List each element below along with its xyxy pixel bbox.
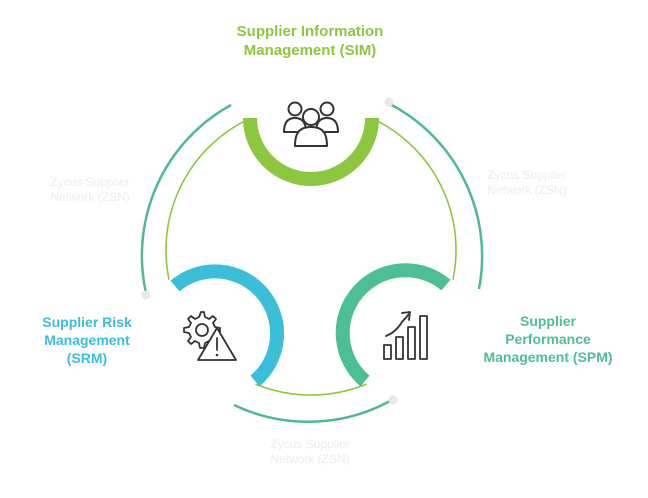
srm-arc — [170, 264, 285, 387]
people-group-icon — [283, 101, 339, 147]
zsn-bottom-line2: Network (ZSN) — [270, 452, 350, 466]
spm-node-bg — [337, 260, 473, 396]
zsn-left-line1: Zycus Supplier — [50, 175, 130, 189]
arc-end-dot — [384, 97, 394, 107]
zsn-right-line1: Zycus Supplier — [487, 168, 567, 182]
outer-arc-right — [387, 101, 484, 290]
gear-warning-icon — [183, 311, 237, 361]
sim-title-line2: Management (SIM) — [243, 42, 377, 59]
srm-title-line1: Supplier Risk — [42, 314, 132, 330]
growth-chart-icon — [383, 311, 428, 360]
outer-arc-left — [140, 103, 232, 294]
spm-arc — [335, 263, 451, 387]
spm-title-line2: Performance — [505, 331, 591, 347]
sim-arc — [243, 117, 379, 186]
spm-title: Supplier Performance Management (SPM) — [472, 312, 624, 366]
spm-title-line3: Management (SPM) — [483, 349, 613, 365]
zsn-bottom-line1: Zycus Supplier — [270, 437, 350, 451]
zsn-right-line2: Network (ZSN) — [487, 183, 567, 197]
arc-end-dot — [388, 395, 398, 405]
zsn-left-line2: Network (ZSN) — [50, 190, 130, 204]
zsn-label-bottom: Zycus Supplier Network (ZSN) — [250, 437, 370, 467]
spm-title-line1: Supplier — [519, 313, 576, 329]
srm-title-line2: Management — [44, 332, 130, 348]
sim-title-line1: Supplier Information — [236, 23, 384, 40]
outer-arc-bottom — [233, 399, 391, 424]
srm-title: Supplier Risk Management (SRM) — [22, 313, 152, 367]
arc-end-dot — [141, 290, 151, 300]
zsn-label-left: Zycus Supplier Network (ZSN) — [30, 175, 150, 205]
zsn-label-right: Zycus Supplier Network (ZSN) — [467, 168, 587, 198]
sim-title: Supplier Information Management (SIM) — [205, 22, 415, 60]
srm-title-line3: (SRM) — [66, 350, 108, 366]
